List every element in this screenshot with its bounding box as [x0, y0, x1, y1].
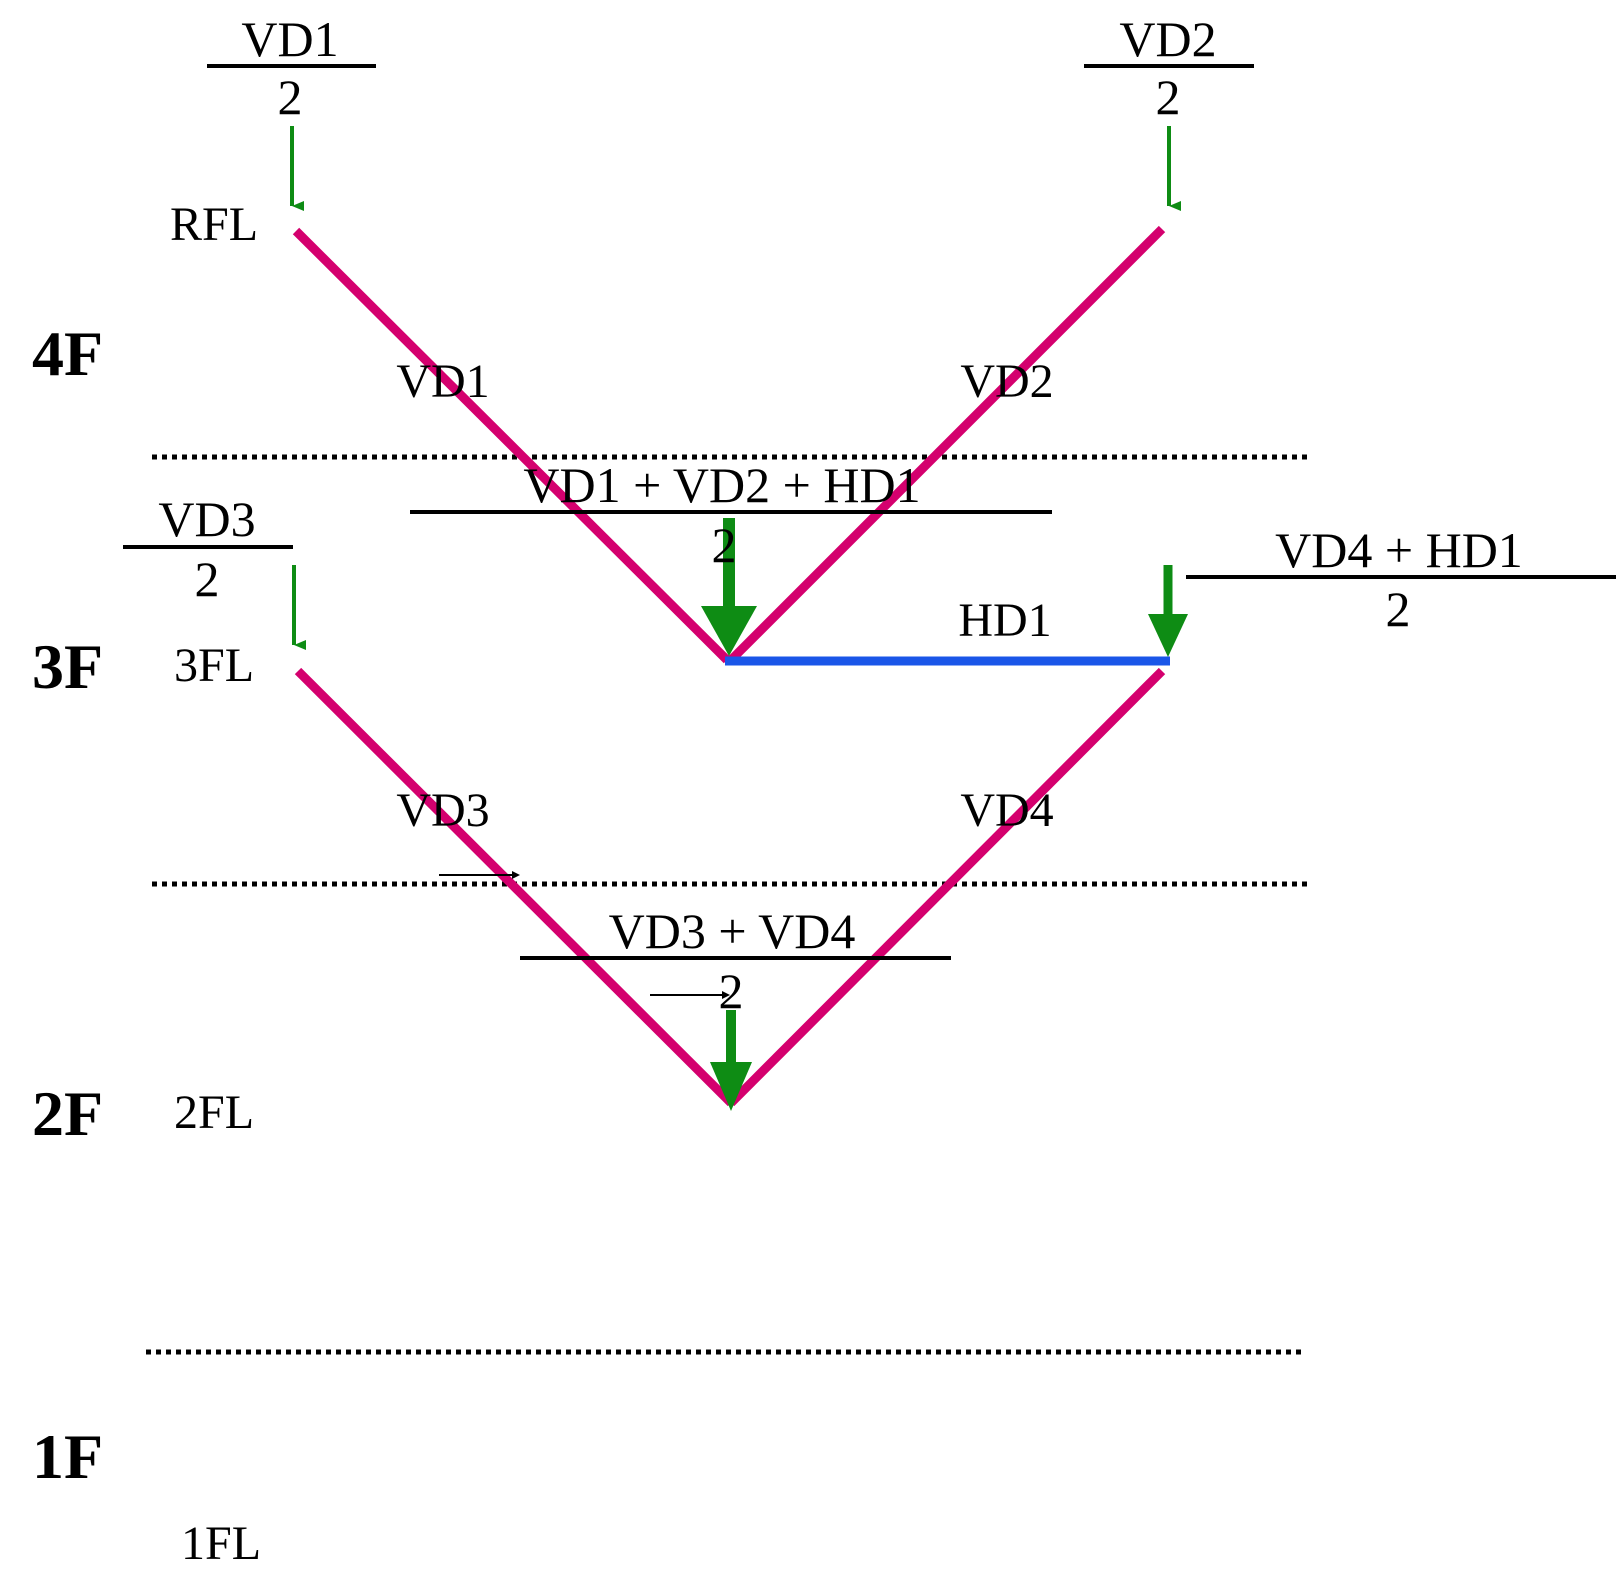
level-label-rfl: RFL — [170, 198, 258, 251]
floor-label-2f: 2F — [32, 1078, 103, 1149]
member-label-vd1: VD1 — [396, 355, 489, 408]
member-label-vd3: VD3 — [396, 784, 489, 837]
floor-label-1f: 1F — [32, 1421, 103, 1492]
load-arrow-mid-right — [1148, 565, 1188, 657]
load-top-left-numerator: VD1 — [241, 11, 338, 67]
load-top-right-denominator: 2 — [1156, 69, 1181, 125]
load-mid-right-denominator: 2 — [1386, 581, 1411, 637]
load-top-right-numerator: VD2 — [1119, 11, 1216, 67]
load-top-left-denominator: 2 — [278, 69, 303, 125]
brace-vd3 — [294, 667, 735, 1107]
member-label-vd2: VD2 — [960, 355, 1053, 408]
small-arrow-lower — [650, 991, 730, 999]
load-bottom-center-numerator: VD3 + VD4 — [609, 903, 856, 959]
load-arrow-mid-center — [701, 518, 757, 656]
floor-label-4f: 4F — [32, 318, 103, 389]
load-mid-left-denominator: 2 — [195, 551, 220, 607]
load-mid-right-numerator: VD4 + HD1 — [1275, 522, 1523, 578]
level-label-1fl: 1FL — [181, 1517, 261, 1570]
member-label-hd1: HD1 — [958, 594, 1051, 647]
brace-vd1 — [292, 227, 731, 664]
brace-vd2 — [727, 225, 1166, 664]
member-label-vd4: VD4 — [960, 784, 1053, 837]
load-arrow-bottom-center — [710, 1010, 752, 1111]
small-arrow-upper — [439, 871, 520, 879]
load-bottom-center-denominator: 2 — [719, 963, 744, 1019]
level-label-2fl: 2FL — [174, 1086, 254, 1139]
brace-vd4 — [727, 667, 1166, 1107]
load-mid-left-numerator: VD3 — [158, 491, 255, 547]
level-label-3fl: 3FL — [174, 639, 254, 692]
floor-label-3f: 3F — [32, 631, 103, 702]
load-mid-center-denominator: 2 — [712, 517, 737, 573]
load-mid-center-numerator: VD1 + VD2 + HD1 — [523, 457, 920, 513]
